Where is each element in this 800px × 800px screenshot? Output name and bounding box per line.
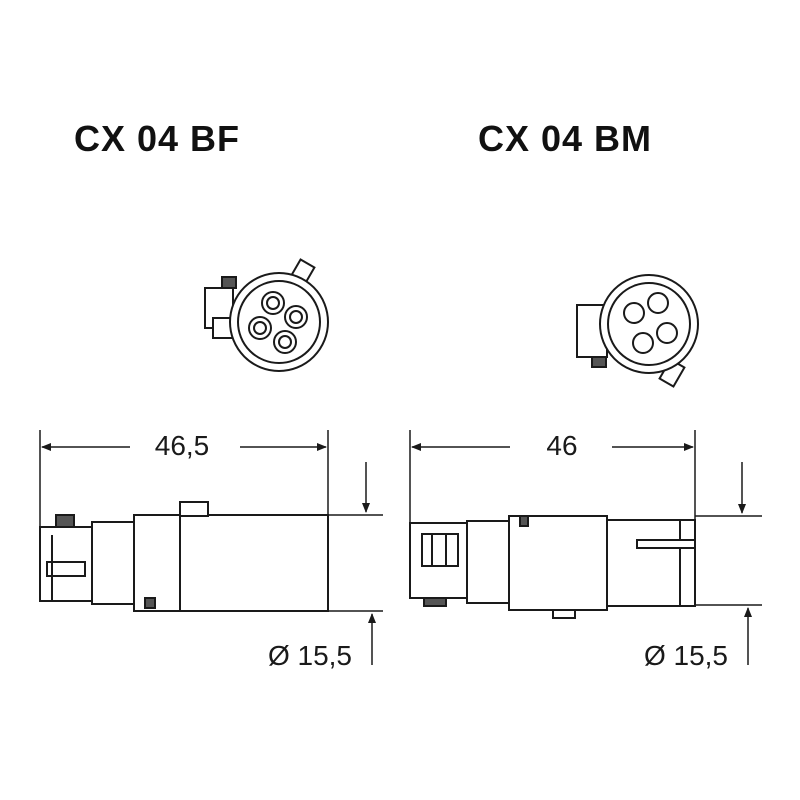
bf-end-pin-hole-inner: [253, 321, 267, 335]
bf-end-pin-hole-inner: [266, 296, 280, 310]
bm-end-pin: [623, 302, 645, 324]
bm-side-latch-window: [421, 533, 459, 567]
bf-end-pin-hole-inner: [289, 310, 303, 324]
connector-bf-title: CX 04 BF: [74, 118, 241, 159]
bf-side-screw: [55, 514, 75, 528]
bm-side-view: [409, 515, 696, 619]
bm-end-pin: [656, 322, 678, 344]
bm-side-nose-rim: [679, 519, 696, 607]
bm-side-bottom-tab: [552, 609, 576, 619]
bm-diameter-label: Ø 15,5: [644, 640, 728, 671]
bf-length-label: 46,5: [155, 430, 210, 461]
bm-length-label: 46: [546, 430, 577, 461]
bf-side-neck: [91, 521, 135, 605]
bm-side-body: [508, 515, 608, 611]
bm-side-screw: [423, 597, 447, 607]
bf-side-view: [39, 501, 329, 612]
bf-diameter-label: Ø 15,5: [268, 640, 352, 671]
bf-side-top-tab: [179, 501, 209, 517]
bf-side-bottom-mark: [144, 597, 156, 609]
bm-side-key-slot: [636, 539, 696, 549]
connector-bm-title: CX 04 BM: [478, 118, 653, 159]
bm-dimensions: [409, 430, 762, 665]
bf-end-view: [204, 258, 329, 372]
bf-side-body: [133, 514, 329, 612]
bm-end-pin: [647, 292, 669, 314]
bm-side-neck: [466, 520, 510, 604]
bm-side-top-mark: [519, 515, 529, 527]
bm-end-inner-ring: [607, 282, 691, 366]
bm-end-view: [576, 274, 699, 388]
bf-side-latch-window: [46, 561, 86, 577]
bm-end-pin: [632, 332, 654, 354]
bf-end-screw: [221, 276, 237, 289]
bf-end-pin-hole-inner: [278, 335, 292, 349]
bm-end-screw: [591, 356, 607, 368]
bf-dimensions: [39, 430, 383, 665]
bf-end-inner-ring: [237, 280, 321, 364]
